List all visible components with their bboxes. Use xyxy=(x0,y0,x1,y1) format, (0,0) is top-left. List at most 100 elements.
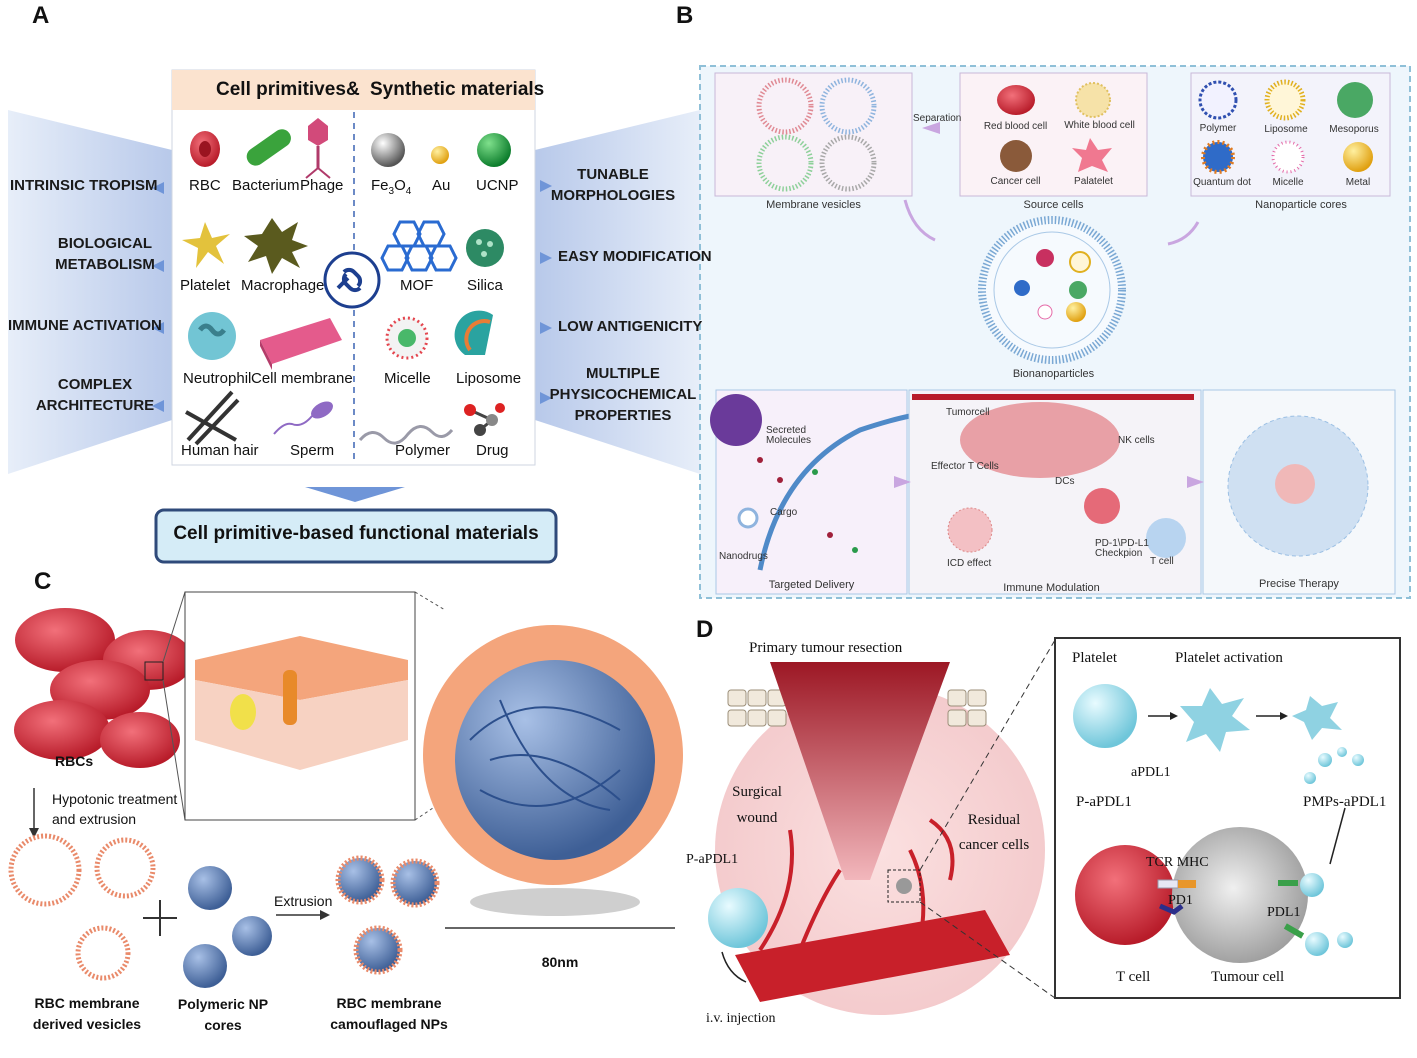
checkpion-label: Checkpion xyxy=(1095,548,1143,559)
precise-therapy-label: Precise Therapy xyxy=(1259,578,1339,590)
flow-arrow-left xyxy=(903,199,936,242)
bnp-core xyxy=(1069,281,1087,299)
panel-a-label: A xyxy=(32,2,50,29)
micelle-core-icon xyxy=(1271,140,1305,174)
binding-arrow xyxy=(1329,807,1346,865)
liposome-inner xyxy=(464,319,491,352)
arrow-left-1 xyxy=(152,182,164,194)
bacterium-icon xyxy=(246,129,291,166)
arrow-right-3 xyxy=(540,322,552,334)
callout-line xyxy=(919,639,1056,871)
liposome-core-label: Liposome xyxy=(1264,124,1308,135)
link-icon xyxy=(323,251,381,309)
pdl1-receptor-2 xyxy=(1283,923,1305,939)
label-human-hair: Human hair xyxy=(181,442,259,459)
prop-complex: COMPLEX xyxy=(57,376,133,393)
zoom-square xyxy=(144,661,164,681)
blood-vessel-b xyxy=(912,394,1194,400)
prop-easy-modification: EASY MODIFICATION xyxy=(558,248,712,265)
liposome-core-icon xyxy=(1264,79,1306,121)
molecule-dot xyxy=(852,547,858,553)
bnp-core xyxy=(1069,251,1091,273)
label-platelet: Platelet xyxy=(180,277,231,294)
iv-injection-label: i.v. injection xyxy=(706,1011,776,1026)
molecule-dot xyxy=(757,457,763,463)
t-cell-d xyxy=(1075,845,1175,945)
immune-modulation-label: Immune Modulation xyxy=(1003,582,1100,594)
tumour-cell-label: Tumour cell xyxy=(1211,969,1285,985)
hypotonic-arrowhead xyxy=(29,828,39,838)
bnp-core xyxy=(1037,304,1053,320)
prop-tunable: TUNABLE xyxy=(577,166,649,183)
fe3o4-sub3: 3 xyxy=(388,186,395,197)
metal-core-label: Metal xyxy=(1345,177,1371,188)
secreted-cell xyxy=(710,394,762,446)
phage-icon xyxy=(305,118,331,179)
big-np-fibers xyxy=(469,699,621,811)
polymer-core-icon xyxy=(1198,80,1238,120)
mesoporus-core-label: Mesoporus xyxy=(1329,124,1379,135)
platelet-cell xyxy=(1073,684,1137,748)
sperm-head xyxy=(311,401,333,419)
tumor-cell-b xyxy=(1084,488,1120,524)
white-blood-cell-label: White blood cell xyxy=(1064,120,1135,131)
vesicle-red xyxy=(756,77,814,135)
membrane-protein-orange xyxy=(283,670,297,725)
molecule-dot xyxy=(812,469,818,475)
materials-header-bg xyxy=(172,70,535,110)
activated-platelet xyxy=(1180,688,1250,752)
red-blood-cell-icon xyxy=(997,85,1035,115)
panel-d-graphics xyxy=(708,637,1401,1015)
label-phage: Phage xyxy=(300,177,344,194)
separation-label: Separation xyxy=(913,113,962,124)
effector-t-cells-label: Effector T Cells xyxy=(931,461,999,472)
nk-cells-label: NK cells xyxy=(1118,435,1155,446)
vesicle-green xyxy=(756,134,814,192)
dcs-label: DCs xyxy=(1055,476,1075,487)
vesicle-grey xyxy=(819,134,877,192)
neutrophil-icon xyxy=(188,312,236,360)
label-sperm: Sperm xyxy=(290,442,335,459)
pmp-particle xyxy=(1304,772,1316,784)
blood-vessel xyxy=(735,910,1010,1002)
label-rbc: RBC xyxy=(189,177,221,194)
prop-immune-activation: IMMUNE ACTIVATION xyxy=(8,317,162,334)
label-ucnp: UCNP xyxy=(476,177,519,194)
au-icon xyxy=(431,146,449,164)
vesicle-3 xyxy=(75,925,131,981)
np-core-2 xyxy=(232,916,272,956)
prop-biological: BIOLOGICAL xyxy=(57,235,153,252)
fe3o4-icon xyxy=(371,133,405,167)
silica-pore xyxy=(487,241,493,247)
human-hair-icon xyxy=(185,390,240,446)
prop-physicochemical: PHYSICOCHEMICAL xyxy=(549,386,697,403)
silica-pore xyxy=(476,239,482,245)
membrane-protein-yellow xyxy=(230,694,256,730)
label-silica: Silica xyxy=(467,277,503,294)
hypotonic-label-2: and extrusion xyxy=(52,811,137,827)
silica-icon xyxy=(466,229,504,267)
scale-label: 80nm xyxy=(541,954,579,970)
ucnp-icon xyxy=(477,133,511,167)
label-mof: MOF xyxy=(400,277,434,294)
panel-c-label: C xyxy=(34,568,52,595)
residual-label-1: Residual xyxy=(967,812,1021,828)
fe3o4-fe: Fe xyxy=(371,177,389,194)
prop-morphologies: MORPHOLOGIES xyxy=(550,187,676,204)
rbc-1 xyxy=(15,608,115,672)
quantum-dot-label: Quantum dot xyxy=(1193,177,1251,188)
panel-b-label: B xyxy=(676,2,694,29)
arrow-right-1 xyxy=(540,180,552,192)
iv-arrow xyxy=(721,951,747,983)
pmps-arrowhead xyxy=(1280,712,1288,720)
cell-membrane-curve xyxy=(757,413,911,571)
prop-intrinsic-tropism: INTRINSIC TROPISM xyxy=(10,177,158,194)
polymer-icon xyxy=(358,425,454,445)
separation-arrow xyxy=(922,122,940,134)
left-fan xyxy=(8,110,172,474)
pd1-label: PD1 xyxy=(1168,893,1193,908)
pd1-pdl1-label: PD-1\PD-L1 xyxy=(1095,538,1149,549)
pdl1-label: PDL1 xyxy=(1267,905,1301,920)
